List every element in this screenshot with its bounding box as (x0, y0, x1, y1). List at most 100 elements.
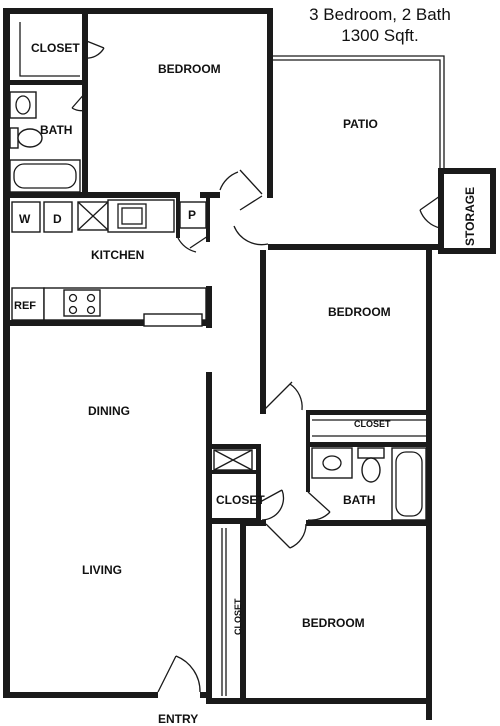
wall-top-bedroom (84, 8, 273, 14)
plan-title: 3 Bedroom, 2 Bath 1300 Sqft. (290, 4, 470, 46)
wall-bath-mid-top (306, 442, 430, 447)
wall-pantry-right (206, 198, 210, 242)
water-heater-x-icon (77, 201, 109, 231)
wall-bedroom-low-top (306, 520, 346, 526)
wall-hall-closet-right (256, 444, 261, 520)
wall-bedroom-mid-left (260, 250, 266, 414)
wall-bath-mid-bottom (340, 520, 430, 526)
label-bedroom-low: BEDROOM (302, 616, 365, 630)
burner-icon (68, 293, 78, 303)
label-bath-top: BATH (40, 123, 72, 137)
door-patio (233, 195, 269, 246)
toilet-icon (17, 128, 43, 148)
plan-title-line1: 3 Bedroom, 2 Bath (309, 5, 451, 24)
kitchen-sink-basin (121, 207, 143, 225)
wall-closet-bottom (10, 80, 84, 85)
wall-storage-bottom (438, 248, 496, 254)
bath-top-sink-basin-icon (15, 95, 31, 115)
burner-icon (68, 305, 78, 315)
bathtub-icon (13, 163, 77, 189)
wall-closet-low-right (240, 524, 246, 704)
door-bedroom-top (219, 169, 263, 195)
patio-rail (273, 55, 445, 170)
bar-counter (143, 313, 203, 327)
wall-kitchen-top-right (200, 192, 220, 198)
closet-top-shelf (19, 22, 80, 77)
wall-right-exterior (426, 250, 432, 720)
wall-storage-top (438, 168, 496, 174)
label-dining: DINING (88, 404, 130, 418)
door-bath-mid (307, 491, 331, 521)
label-closet-mid: CLOSET (354, 419, 391, 429)
door-pantry (177, 235, 209, 253)
bath-top-tub (9, 159, 81, 193)
wall-hall-closet-top (208, 444, 260, 449)
walls (3, 8, 496, 720)
label-closet-low: CLOSET (233, 598, 243, 635)
washer (11, 201, 41, 233)
door-storage (419, 195, 441, 229)
label-closet-top: CLOSET (31, 41, 80, 55)
room-labels: CLOSET BATH BEDROOM PATIO STORAGE W D P … (14, 41, 477, 726)
bath-mid-toilet-tank (357, 447, 385, 459)
wall-bedroom-low-top-left (240, 520, 266, 526)
plan-title-line2: 1300 Sqft. (341, 26, 419, 45)
wall-storage-right (490, 168, 496, 254)
label-storage: STORAGE (463, 187, 477, 246)
dryer (43, 201, 73, 233)
closet-mid-shelf (312, 419, 426, 437)
toilet-icon (361, 457, 381, 483)
wall-closet-mid-top (306, 410, 430, 415)
bath-mid-tub (391, 447, 427, 521)
wall-patio-right (438, 168, 444, 248)
wall-top-left (3, 8, 86, 14)
doors (71, 39, 441, 693)
door-bath-top (71, 91, 87, 112)
label-bath-mid: BATH (343, 493, 375, 507)
burner-icon (86, 305, 96, 315)
wall-bedroom-left (82, 8, 88, 194)
label-kitchen: KITCHEN (91, 248, 144, 262)
wall-kitchen-bottom (10, 320, 210, 326)
fixtures (9, 22, 427, 696)
wall-living-right (206, 522, 212, 698)
wall-kitchen-top (10, 192, 180, 198)
wall-closet-mid-left (306, 410, 310, 444)
door-bedroom-low (265, 523, 307, 549)
label-bedroom-top: BEDROOM (158, 62, 221, 76)
door-bedroom-mid (263, 381, 303, 411)
label-dryer: D (53, 212, 62, 226)
door-hall-closet (259, 489, 285, 521)
wall-hall-linen (208, 470, 260, 474)
wall-bedroom-right (267, 8, 273, 198)
burner-icon (86, 293, 96, 303)
bath-mid-vanity (311, 447, 353, 479)
wall-hall-closet-bottom (208, 518, 260, 524)
label-closet-hall: CLOSET (216, 493, 265, 507)
wall-bottom-bedroom (206, 698, 432, 704)
wall-bottom-entry-right (200, 692, 212, 698)
wall-storage-left (438, 170, 444, 200)
wall-left-exterior (3, 8, 10, 698)
label-washer: W (19, 212, 31, 226)
label-bedroom-mid: BEDROOM (328, 305, 391, 319)
linen-x-icon (213, 449, 253, 471)
wall-pantry-left (176, 198, 180, 238)
wall-kitchen-right (206, 286, 212, 328)
bath-top-sink (9, 91, 37, 119)
door-entry (157, 655, 201, 693)
label-ref: REF (14, 300, 36, 312)
kitchen-sink-icon (117, 203, 147, 229)
wall-bath-mid-left (306, 442, 310, 492)
label-living: LIVING (82, 563, 122, 577)
wall-bottom-living (3, 692, 158, 698)
bath-top-toilet-tank (9, 127, 19, 149)
label-patio: PATIO (343, 117, 378, 131)
pantry (179, 201, 207, 229)
kitchen-upper-counter (107, 199, 175, 233)
label-pantry: P (188, 208, 196, 222)
wall-patio-bottom (268, 244, 440, 250)
bath-mid-sink-icon (322, 455, 342, 471)
bathtub-icon (395, 451, 423, 517)
